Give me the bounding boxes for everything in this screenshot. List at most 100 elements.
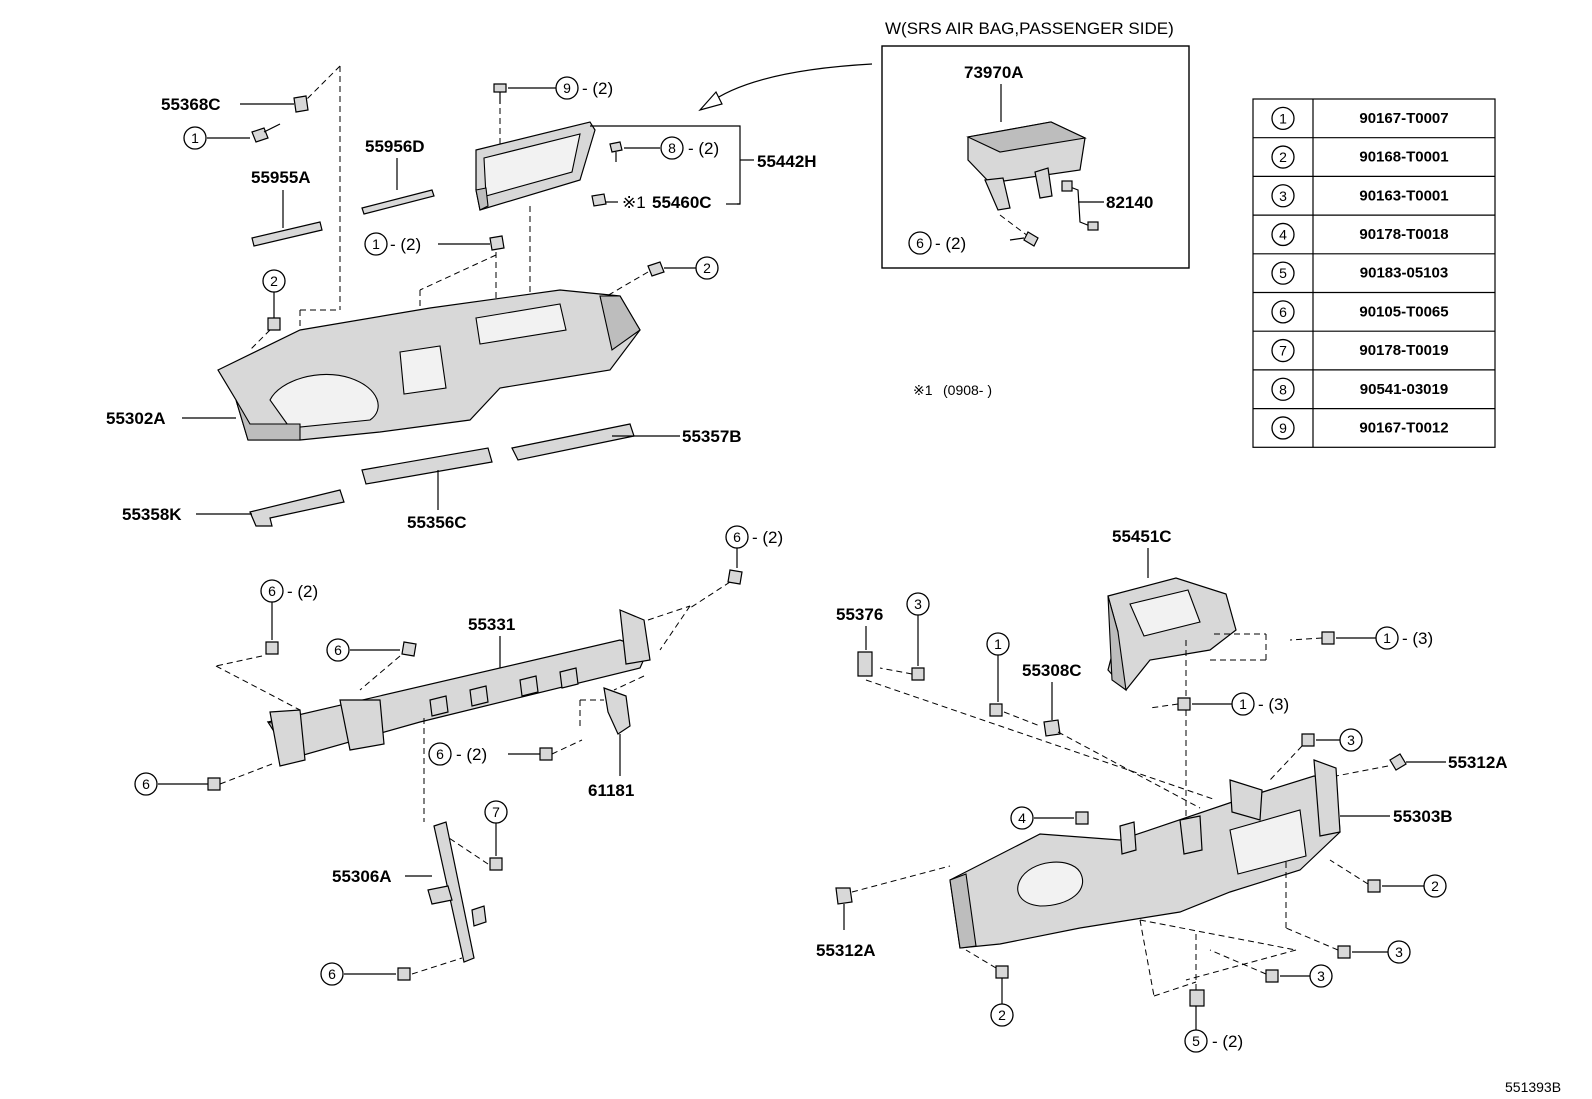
svg-text:6: 6 [733, 529, 741, 545]
row-number: 3 [1279, 188, 1287, 204]
label-55442H: 55442H [757, 152, 817, 171]
svg-text:1: 1 [191, 130, 199, 146]
svg-text:1: 1 [994, 636, 1002, 652]
svg-text:- (2): - (2) [582, 79, 613, 98]
row-part-code: 90168-T0001 [1359, 149, 1448, 166]
svg-text:3: 3 [914, 596, 922, 612]
pad-55358K [249, 489, 345, 527]
svg-text:- (2): - (2) [752, 528, 783, 547]
table-row: 5 90183-05103 [1271, 261, 1448, 285]
row-part-code: 90167-T0007 [1359, 110, 1448, 127]
row-part-code: 90163-T0001 [1359, 187, 1448, 204]
table-row: 6 90105-T0065 [1271, 300, 1449, 324]
svg-text:2: 2 [998, 1007, 1006, 1023]
svg-text:- (3): - (3) [1258, 695, 1289, 714]
inset-frame [881, 45, 1190, 269]
svg-text:8: 8 [668, 140, 676, 156]
row-part-code: 90178-T0019 [1359, 342, 1448, 359]
strip-55955A [251, 221, 323, 247]
row-number: 9 [1279, 420, 1287, 436]
label-55331: 55331 [468, 615, 515, 634]
label-55956D: 55956D [365, 137, 425, 156]
svg-text:- (2): - (2) [688, 139, 719, 158]
pad-55357B [511, 423, 635, 461]
clip-icon [1189, 989, 1205, 1007]
label-55451C: 55451C [1112, 527, 1172, 546]
svg-text:- (2): - (2) [390, 235, 421, 254]
reinforcement-beam [267, 639, 649, 757]
label-55460C: 55460C [652, 193, 712, 212]
svg-text:1: 1 [1383, 630, 1391, 646]
svg-text:- (2): - (2) [1212, 1032, 1243, 1051]
table-frame [1252, 98, 1496, 448]
svg-text:9: 9 [563, 80, 571, 96]
strip-55956D [361, 189, 435, 215]
row-part-code: 90541-03019 [1360, 381, 1448, 398]
table-row: 9 90167-T0012 [1271, 416, 1449, 440]
diagram-id: 551393B [1505, 1079, 1561, 1095]
label-55368C: 55368C [161, 95, 221, 114]
row-part-code: 90178-T0018 [1359, 226, 1448, 243]
svg-text:※1: ※1 [622, 193, 646, 212]
bracket-61181 [603, 687, 631, 735]
label-82140: 82140 [1106, 193, 1153, 212]
svg-text:6: 6 [268, 583, 276, 599]
brace-55306A [433, 821, 475, 963]
row-part-code: 90105-T0065 [1359, 303, 1448, 320]
label-55308C: 55308C [1022, 661, 1082, 680]
label-73970A: 73970A [964, 63, 1024, 82]
label-55312A-left: 55312A [816, 941, 876, 960]
svg-text:3: 3 [1395, 944, 1403, 960]
label-55306A: 55306A [332, 867, 392, 886]
clip-55308C [1043, 719, 1061, 737]
row-number: 8 [1279, 381, 1287, 397]
svg-text:- (2): - (2) [456, 745, 487, 764]
svg-text:6: 6 [916, 235, 924, 251]
screw-icon [251, 127, 269, 143]
label-55357B: 55357B [682, 427, 742, 446]
svg-text:3: 3 [1317, 968, 1325, 984]
nut-icon [591, 193, 607, 207]
svg-text:5: 5 [1192, 1033, 1200, 1049]
label-55356C: 55356C [407, 513, 467, 532]
row-number: 6 [1279, 304, 1287, 320]
svg-text:3: 3 [1347, 732, 1355, 748]
row-number: 2 [1279, 149, 1287, 165]
svg-text:6: 6 [142, 776, 150, 792]
label-55302A: 55302A [106, 409, 166, 428]
svg-text:2: 2 [703, 260, 711, 276]
table-row: 2 90168-T0001 [1271, 145, 1449, 169]
svg-text:4: 4 [1018, 810, 1026, 826]
svg-text:1: 1 [372, 236, 380, 252]
svg-text:6: 6 [328, 966, 336, 982]
note-symbol: ※1 [913, 382, 933, 398]
svg-text:- (2): - (2) [287, 582, 318, 601]
table-row: 3 90163-T0001 [1271, 184, 1449, 208]
clip-icon [293, 95, 309, 113]
table-row: 8 90541-03019 [1271, 377, 1448, 401]
row-part-code: 90183-05103 [1360, 265, 1448, 282]
svg-text:6: 6 [436, 746, 444, 762]
clip-55376 [857, 651, 873, 677]
note-text: (0908- ) [943, 382, 992, 398]
row-number: 5 [1279, 265, 1287, 281]
svg-text:2: 2 [270, 273, 278, 289]
svg-text:7: 7 [492, 804, 500, 820]
row-part-code: 90167-T0012 [1359, 419, 1448, 436]
row-number: 1 [1279, 110, 1287, 126]
pad-55356C [361, 447, 493, 485]
label-55358K: 55358K [122, 505, 182, 524]
bolt-icon [1023, 231, 1039, 247]
label-55303B: 55303B [1393, 807, 1453, 826]
table-row: 7 90178-T0019 [1271, 338, 1449, 363]
grommet-icon [835, 887, 853, 905]
airbag-inset: W(SRS AIR BAG,PASSENGER SIDE) 73970A 821… [881, 19, 1190, 269]
label-55955A: 55955A [251, 168, 311, 187]
inset-arrow [707, 63, 873, 105]
svg-text:2: 2 [1431, 878, 1439, 894]
svg-text:6: 6 [334, 642, 342, 658]
row-number: 7 [1279, 343, 1287, 359]
